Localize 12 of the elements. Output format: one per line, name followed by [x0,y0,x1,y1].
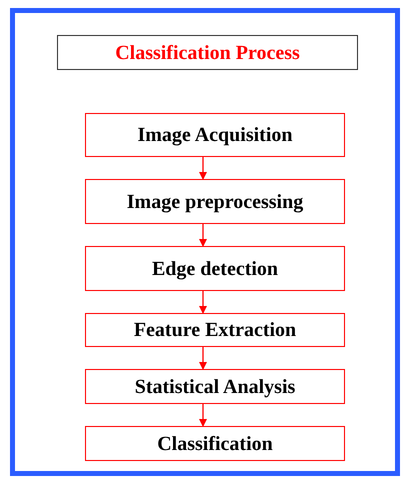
process-box: Feature Extraction [85,313,345,347]
process-box: Image Acquisition [85,113,345,157]
arrow [199,291,207,314]
arrow [199,157,207,180]
process-box: Statistical Analysis [85,369,345,404]
arrow [199,404,207,427]
process-box: Edge detection [85,246,345,291]
arrow [199,224,207,247]
process-box: Image preprocessing [85,179,345,224]
arrow [199,347,207,370]
title-box: Classification Process [57,35,358,70]
process-box: Classification [85,426,345,461]
